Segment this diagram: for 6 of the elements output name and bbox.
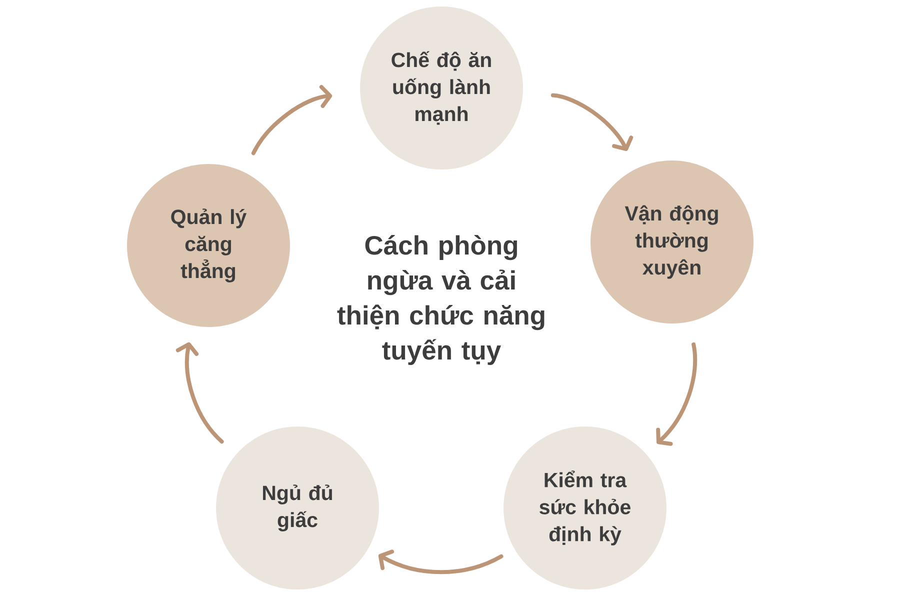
curved-arrow (378, 550, 504, 574)
curved-arrow (176, 342, 224, 444)
title: Cách phòng ngừa và cải thiện chức năng tuyến tụy (337, 235, 544, 365)
curved-arrow (656, 342, 698, 446)
curved-arrow (550, 93, 634, 151)
curved-arrow (251, 85, 332, 156)
